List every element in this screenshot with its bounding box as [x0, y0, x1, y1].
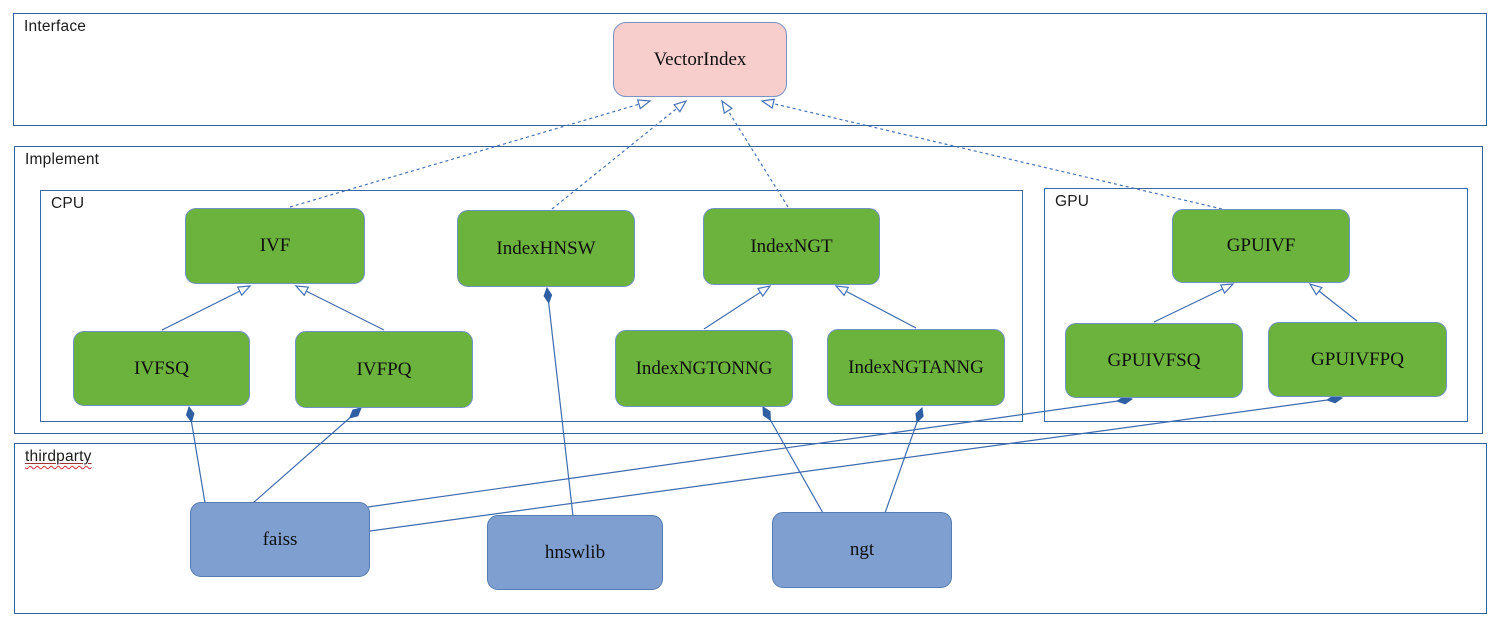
- node-ivf-label: IVF: [259, 235, 291, 256]
- edge-indexngt-vectorindex: [721, 99, 789, 208]
- edge-ivf-vectorindex: [289, 99, 652, 208]
- container-gpu-label: GPU: [1055, 193, 1090, 210]
- node-hnswlib: hnswlib: [487, 515, 663, 590]
- edge-gpuivfpq-gpuivf: [1308, 282, 1358, 322]
- node-vectorindex: VectorIndex: [613, 22, 787, 97]
- container-implement: Implement: [14, 146, 1483, 434]
- container-cpu-label: CPU: [51, 195, 85, 212]
- node-gpuivf-label: GPUIVF: [1226, 235, 1296, 256]
- node-hnswlib-label: hnswlib: [544, 541, 606, 563]
- edge-indexhnsw-vectorindex: [551, 99, 688, 210]
- node-indexngtanng-label: IndexNGTANNG: [848, 356, 984, 378]
- node-indexngtanng: IndexNGTANNG: [827, 329, 1005, 406]
- container-thirdparty-label: thirdparty: [25, 448, 92, 465]
- container-gpu: GPU: [1044, 188, 1468, 422]
- node-ivfsq: IVFSQ: [73, 331, 250, 406]
- edge-faiss-ivfsq: [185, 405, 206, 504]
- edge-indexngtonng-indexngt: [703, 285, 772, 330]
- node-vectorindex-label: VectorIndex: [653, 48, 747, 70]
- node-ngt-label: ngt: [849, 539, 875, 560]
- node-gpuivfpq-label: GPUIVFPQ: [1311, 348, 1404, 370]
- node-ivf: IVF: [185, 208, 365, 284]
- edge-faiss-gpuivfpq: [369, 394, 1344, 532]
- node-ngt: ngt: [772, 512, 952, 588]
- edge-hnswlib-indexhnsw: [543, 286, 574, 517]
- node-ivfsq-label: IVFSQ: [134, 357, 189, 379]
- node-faiss: faiss: [190, 502, 370, 577]
- container-thirdparty: thirdparty: [14, 443, 1487, 614]
- edge-ivfpq-ivf: [294, 285, 385, 331]
- edge-faiss-gpuivfsq: [367, 395, 1134, 508]
- node-indexngtonng-label: IndexNGTONNG: [635, 357, 773, 379]
- node-indexngt-label: IndexNGT: [750, 235, 833, 257]
- node-faiss-label: faiss: [262, 528, 298, 550]
- node-gpuivfpq: GPUIVFPQ: [1268, 322, 1447, 397]
- edge-faiss-ivfpq: [252, 407, 362, 504]
- container-cpu: CPU: [40, 190, 1023, 422]
- edge-gpuivfsq-gpuivf: [1153, 283, 1235, 323]
- node-ivfpq-label: IVFPQ: [356, 358, 412, 380]
- node-indexhnsw: IndexHNSW: [457, 210, 635, 287]
- edge-ngt-indexngtanng: [884, 406, 924, 514]
- container-implement-label: Implement: [25, 151, 100, 168]
- node-gpuivfsq: GPUIVFSQ: [1065, 323, 1243, 398]
- node-ivfpq: IVFPQ: [295, 331, 473, 408]
- node-indexngt: IndexNGT: [703, 208, 880, 285]
- container-interface-label: Interface: [24, 18, 87, 35]
- node-gpuivfsq-label: GPUIVFSQ: [1107, 349, 1201, 371]
- edge-ivfsq-ivf: [161, 285, 252, 331]
- edge-ngt-indexngtonng: [762, 406, 824, 514]
- node-gpuivf: GPUIVF: [1172, 209, 1350, 283]
- node-indexhnsw-label: IndexHNSW: [496, 237, 596, 259]
- edge-indexngtanng-indexngt: [834, 285, 917, 329]
- edge-gpuivf-vectorindex: [760, 98, 1223, 210]
- container-interface: Interface: [13, 13, 1487, 126]
- node-indexngtonng: IndexNGTONNG: [615, 330, 793, 407]
